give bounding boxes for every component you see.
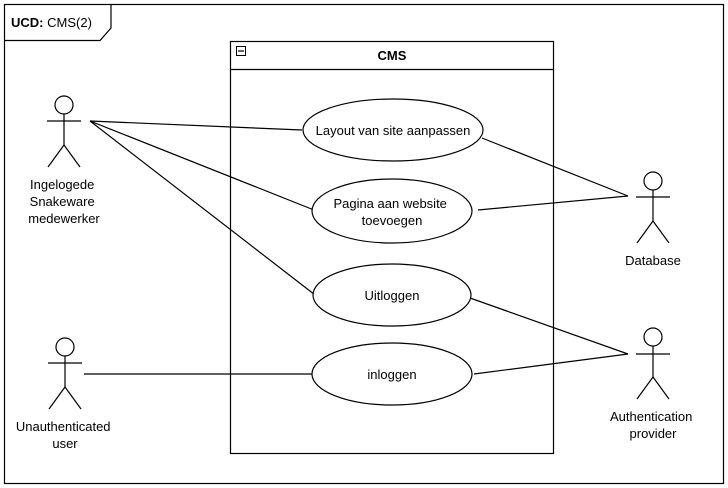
- actor-unauth-label-2: user: [52, 436, 78, 451]
- stick-figure-icon: [636, 327, 670, 400]
- use-case-pagina[interactable]: Pagina aan website toevoegen: [311, 178, 473, 244]
- collapse-icon[interactable]: [236, 46, 246, 56]
- use-case-inloggen-label: inloggen: [367, 367, 416, 382]
- actor-auth-label-2: provider: [630, 426, 678, 441]
- diagram-frame: [3, 3, 725, 485]
- use-case-pagina-label-1: Pagina aan website: [333, 196, 446, 211]
- use-case-inloggen[interactable]: inloggen: [311, 342, 473, 406]
- assoc-inloggen-auth[interactable]: [473, 353, 629, 375]
- actor-employee-label-2: Snakeware: [30, 194, 95, 209]
- svg-text:Uitloggen: Uitloggen: [365, 288, 420, 303]
- svg-text:inloggen: inloggen: [367, 367, 416, 382]
- assoc-pagina-database[interactable]: [477, 195, 629, 211]
- svg-text:Unauthenticated user: Unauthenticated user: [16, 419, 114, 451]
- assoc-employee-layout[interactable]: [89, 120, 303, 131]
- system-title: CMS: [378, 48, 407, 63]
- actor-employee-label-3: medewerker: [28, 211, 100, 226]
- svg-text:Layout van site aanpassen: Layout van site aanpassen: [316, 123, 471, 138]
- actor-authentication-provider[interactable]: Authentication provider: [610, 327, 696, 441]
- svg-text:Authentication provider: Authentication provider: [610, 409, 696, 441]
- assoc-employee-uitloggen[interactable]: [89, 120, 320, 299]
- actor-employee[interactable]: Ingelogede Snakeware medewerker: [28, 95, 100, 226]
- actor-database-label: Database: [625, 253, 681, 268]
- use-case-layout-label: Layout van site aanpassen: [316, 123, 471, 138]
- actor-database[interactable]: Database: [625, 171, 681, 268]
- assoc-employee-pagina[interactable]: [89, 120, 315, 211]
- actor-unauthenticated-user[interactable]: Unauthenticated user: [16, 337, 114, 451]
- stick-figure-icon: [47, 95, 81, 168]
- assoc-layout-database[interactable]: [481, 137, 629, 197]
- use-case-layout[interactable]: Layout van site aanpassen: [302, 98, 484, 162]
- frame-tab: [4, 4, 112, 42]
- assoc-uitloggen-auth[interactable]: [469, 297, 629, 355]
- actor-employee-label-1: Ingelogede: [30, 177, 94, 192]
- svg-text:Ingelogede Snakeware: Ingelogede Snakeware medewerker: [28, 177, 100, 226]
- use-case-uitloggen[interactable]: Uitloggen: [312, 263, 472, 327]
- system-boundary: [229, 40, 555, 455]
- svg-text:Database: Database: [625, 253, 681, 268]
- use-case-pagina-label-2: toevoegen: [362, 213, 423, 228]
- stick-figure-icon: [636, 171, 670, 244]
- associations: [84, 120, 629, 375]
- actor-unauth-label-1: Unauthenticated: [16, 419, 111, 434]
- stick-figure-icon: [48, 337, 82, 410]
- frame-title: UCD: CMS(2): [11, 15, 92, 30]
- use-case-uitloggen-label: Uitloggen: [365, 288, 420, 303]
- actor-auth-label-1: Authentication: [610, 409, 692, 424]
- svg-text:Pagina aan website toevo: Pagina aan website toevoegen: [333, 196, 450, 228]
